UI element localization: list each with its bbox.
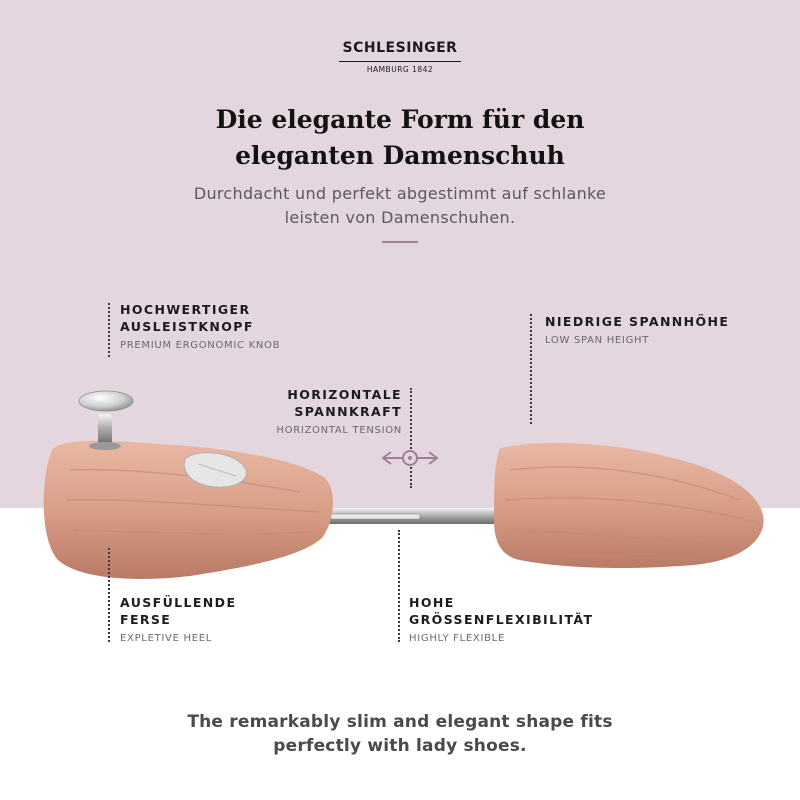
- callout-heel-title-line-1: AUSFÜLLENDE: [120, 595, 237, 610]
- callout-flex-title: HOHE GRÖSSENFLEXIBILITÄT: [409, 594, 593, 628]
- callout-flex-title-line-2: GRÖSSENFLEXIBILITÄT: [409, 612, 594, 627]
- brand-sub: HAMBURG 1842: [366, 65, 434, 74]
- callout-knob-title-line-2: AUSLEISTKNOPF: [120, 319, 254, 334]
- callout-heel-title: AUSFÜLLENDE FERSE: [120, 594, 236, 628]
- accent-divider: [382, 241, 418, 243]
- callout-flex: HOHE GRÖSSENFLEXIBILITÄT HIGHLY FLEXIBLE: [409, 594, 593, 646]
- top-background-band: [0, 0, 800, 508]
- callout-heel-sub: EXPLETIVE HEEL: [120, 633, 213, 644]
- callout-tension-title-line-1: HORIZONTALE: [287, 387, 402, 402]
- span-callout-dots: [530, 314, 532, 424]
- title-line-1: Die elegante Form für den: [215, 105, 585, 134]
- subtitle-line-2: leisten von Damenschuhen.: [284, 208, 516, 227]
- page-title: Die elegante Form für den eleganten Dame…: [100, 102, 700, 174]
- callout-flex-title-line-1: HOHE: [409, 595, 455, 610]
- callout-heel-title-line-2: FERSE: [120, 612, 172, 627]
- knob-callout-dots: [108, 303, 110, 357]
- brand-rule: [339, 61, 461, 62]
- callout-tension-title: HORIZONTALE SPANNKRAFT: [232, 386, 402, 420]
- brand-name: SCHLESINGER: [342, 40, 458, 56]
- shoe-tree-illustration: [43, 390, 764, 579]
- callout-knob-sub: PREMIUM ERGONOMIC KNOB: [120, 340, 281, 351]
- callout-tension-title-line-2: SPANNKRAFT: [294, 404, 402, 419]
- flex-callout-dots: [398, 530, 400, 642]
- heel-callout-dots: [108, 548, 110, 642]
- callout-tension-sub: HORIZONTAL TENSION: [276, 425, 402, 436]
- callout-span-sub: LOW SPAN HEIGHT: [545, 335, 650, 346]
- callout-heel: AUSFÜLLENDE FERSE EXPLETIVE HEEL: [120, 594, 236, 646]
- tension-callout-dots: [410, 388, 412, 488]
- tagline-line-1: The remarkably slim and elegant shape fi…: [187, 712, 613, 732]
- tagline-line-2: perfectly with lady shoes.: [273, 736, 527, 756]
- title-line-2: eleganten Damenschuh: [235, 141, 565, 170]
- spring-rod: [320, 508, 510, 524]
- callout-knob-title-line-1: HOCHWERTIGER: [120, 302, 251, 317]
- heel-piece: [43, 390, 334, 579]
- double-arrow-icon: [381, 450, 439, 466]
- subtitle-line-1: Durchdacht und perfekt abgestimmt auf sc…: [193, 184, 607, 203]
- callout-knob-title: HOCHWERTIGER AUSLEISTKNOPF: [120, 301, 280, 335]
- callout-knob: HOCHWERTIGER AUSLEISTKNOPF PREMIUM ERGON…: [120, 301, 280, 353]
- tagline: The remarkably slim and elegant shape fi…: [80, 710, 720, 758]
- subtitle: Durchdacht und perfekt abgestimmt auf sc…: [100, 182, 700, 230]
- brand-logo: SCHLESINGER HAMBURG 1842: [300, 40, 500, 74]
- callout-tension: HORIZONTALE SPANNKRAFT HORIZONTAL TENSIO…: [232, 386, 402, 438]
- toe-piece: [494, 442, 764, 568]
- callout-flex-sub: HIGHLY FLEXIBLE: [409, 633, 505, 644]
- callout-span-title: NIEDRIGE SPANNHÖHE: [545, 314, 730, 329]
- callout-span: NIEDRIGE SPANNHÖHE LOW SPAN HEIGHT: [545, 313, 729, 348]
